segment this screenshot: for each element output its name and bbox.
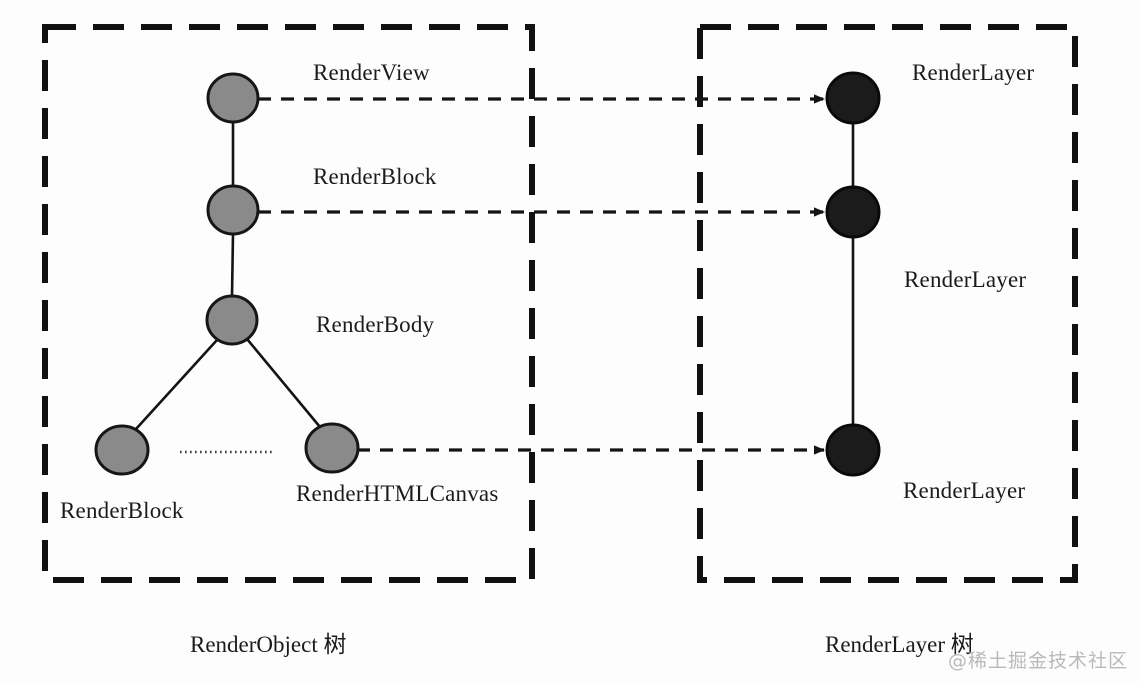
render-layer-tree-boundary (697, 24, 1078, 583)
node-layer-canvas[interactable] (825, 423, 881, 477)
label-layer-block: RenderLayer (904, 267, 1027, 292)
node-renderhtmlcanvas[interactable] (304, 422, 360, 474)
caption-render-object-tree: RenderObject 树 (190, 632, 347, 657)
edge-renderbody-renderblock-leaf (135, 339, 218, 430)
label-layer-canvas: RenderLayer (903, 478, 1026, 503)
mapping-arrows (258, 94, 825, 455)
render-object-nodes (94, 72, 360, 476)
label-renderbody: RenderBody (316, 312, 435, 337)
label-renderblock-top: RenderBlock (313, 164, 437, 189)
edge-renderblock-renderbody (230, 233, 235, 297)
node-renderview[interactable] (206, 72, 260, 124)
render-layer-nodes (825, 71, 881, 477)
render-object-tree-edges (135, 122, 322, 430)
node-renderblock-top[interactable] (206, 184, 260, 236)
label-renderblock-leaf: RenderBlock (60, 498, 184, 523)
label-renderview: RenderView (313, 60, 430, 85)
watermark: @稀土掘金技术社区 (948, 650, 1129, 672)
node-layer-block[interactable] (825, 185, 881, 239)
label-renderhtmlcanvas: RenderHTMLCanvas (296, 481, 499, 506)
node-renderblock-leaf[interactable] (94, 424, 150, 476)
render-object-tree-boundary (42, 24, 535, 583)
node-renderbody[interactable] (205, 294, 259, 346)
node-layer-view[interactable] (825, 71, 881, 125)
edge-renderbody-renderhtmlcanvas (245, 338, 322, 428)
label-layer-view: RenderLayer (912, 60, 1035, 85)
caption-render-layer-tree: RenderLayer 树 (825, 632, 974, 657)
